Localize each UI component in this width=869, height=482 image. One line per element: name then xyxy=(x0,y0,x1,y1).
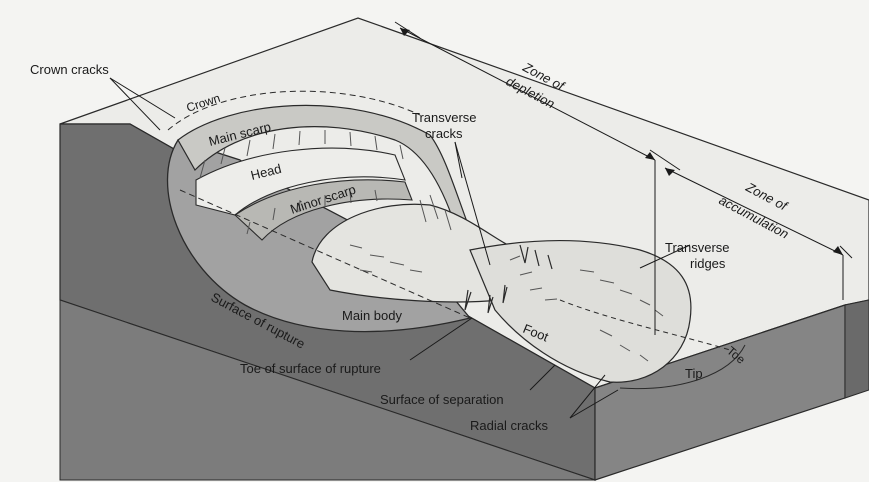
label-radial-cracks: Radial cracks xyxy=(470,418,549,433)
label-tip: Tip xyxy=(685,366,703,381)
label-transverse-cracks-line1: Transverse xyxy=(412,110,477,125)
label-main-body: Main body xyxy=(342,308,402,323)
block-right-edge xyxy=(845,300,869,398)
label-crown-cracks: Crown cracks xyxy=(30,62,109,77)
label-transverse-ridges-line1: Transverse xyxy=(665,240,730,255)
label-transverse-cracks-line2: cracks xyxy=(425,126,463,141)
label-surface-of-separation: Surface of separation xyxy=(380,392,504,407)
label-transverse-ridges-line2: ridges xyxy=(690,256,726,271)
label-toe-of-surface-of-rupture: Toe of surface of rupture xyxy=(240,361,381,376)
